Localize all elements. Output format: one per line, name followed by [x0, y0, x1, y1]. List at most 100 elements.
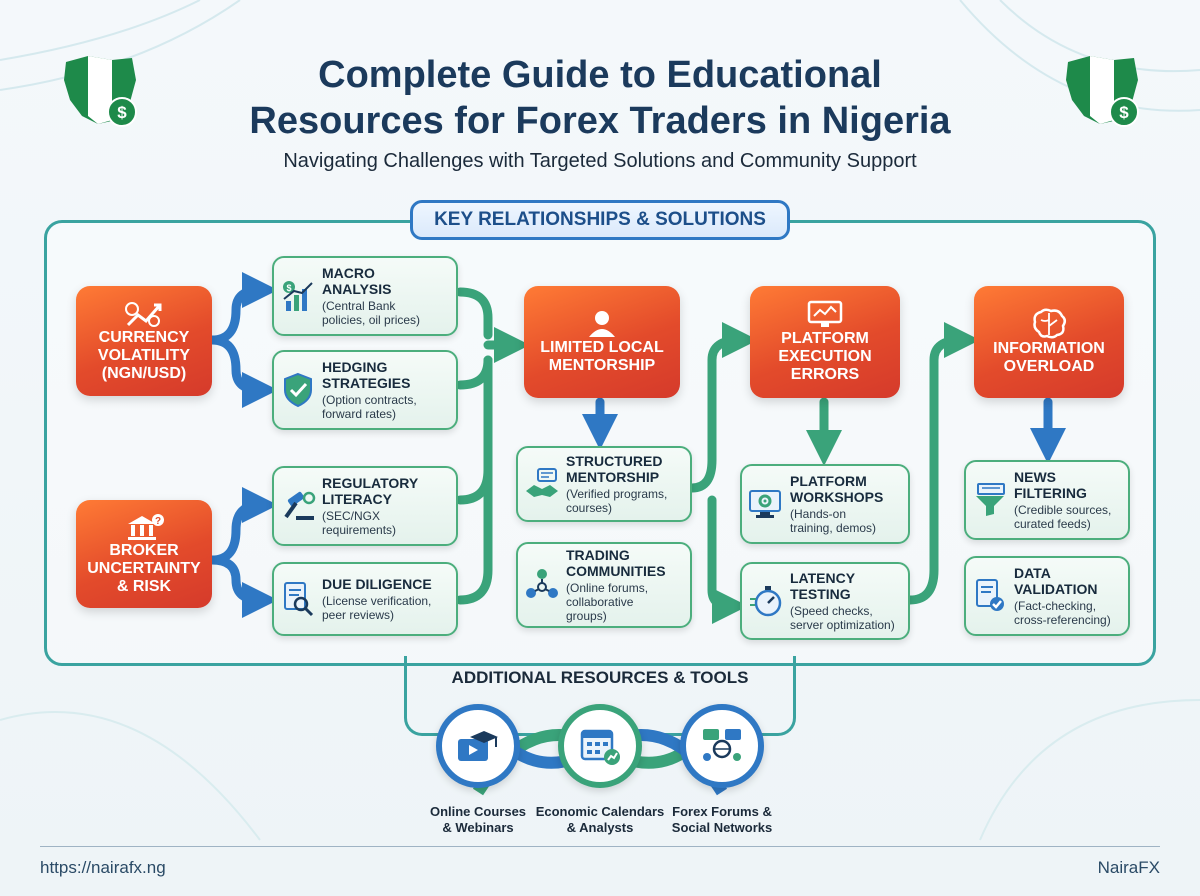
nigeria-map-icon: $ — [1066, 56, 1139, 127]
resource-caption-line: Social Networks — [671, 820, 773, 835]
footer-url[interactable]: https://nairafx.ng — [40, 858, 166, 877]
community-network-icon — [526, 569, 558, 598]
solution-desc: (Verified programs, — [566, 487, 668, 501]
solution-title: PLATFORM — [790, 473, 867, 489]
solution-title: LATENCY — [790, 570, 856, 586]
solution-desc: peer reviews) — [322, 608, 395, 622]
resource-calendar-icon — [558, 704, 642, 788]
challenge-limited-mentorship: LIMITED LOCAL MENTORSHIP — [524, 286, 680, 398]
solution-desc: collaborative — [566, 595, 634, 609]
solution-structured-mentorship: STRUCTURED MENTORSHIP (Verified programs… — [516, 446, 692, 522]
challenge-label: LIMITED LOCAL — [540, 339, 664, 356]
resource-caption-line: Forex Forums & — [672, 804, 772, 819]
bank-question-icon: ? — [128, 514, 164, 540]
brain-icon — [1033, 308, 1066, 339]
challenge-label: EXECUTION — [778, 348, 872, 365]
challenge-label: MENTORSHIP — [548, 357, 656, 374]
solution-desc: policies, oil prices) — [322, 313, 421, 327]
solution-title: TESTING — [790, 586, 851, 602]
document-check-icon — [976, 579, 1004, 611]
solution-desc: (Fact-checking, — [1014, 599, 1097, 613]
solution-desc: server optimization) — [790, 618, 895, 632]
svg-text:$: $ — [1119, 103, 1129, 122]
resource-caption: Online Courses & Webinars — [408, 804, 548, 836]
person-icon — [589, 311, 615, 337]
solution-title: DUE DILIGENCE — [322, 576, 432, 592]
challenge-label: BROKER — [109, 542, 179, 559]
solution-title: WORKSHOPS — [790, 489, 884, 505]
solution-desc: courses) — [566, 501, 613, 515]
challenge-label: (NGN/USD) — [101, 365, 187, 382]
solution-title: VALIDATION — [1014, 581, 1098, 597]
challenge-label: CURRENCY — [98, 329, 190, 346]
svg-text:$: $ — [117, 103, 127, 122]
shield-check-icon — [284, 372, 312, 408]
solution-desc: groups) — [566, 609, 607, 623]
monitor-chart-icon — [807, 300, 843, 327]
solution-desc: requirements) — [322, 523, 397, 537]
solution-title: ANALYSIS — [322, 281, 392, 297]
challenge-label: PLATFORM — [781, 330, 869, 347]
solution-platform-workshops: PLATFORM WORKSHOPS (Hands-on training, d… — [740, 464, 910, 544]
resource-forums-icon — [680, 704, 764, 788]
news-funnel-icon — [976, 483, 1005, 516]
solution-desc: (Hands-on — [790, 507, 847, 521]
svg-text:?: ? — [155, 516, 161, 527]
bar-chart-dollar-icon: $ — [283, 281, 313, 311]
solution-trading-communities: TRADING COMMUNITIES (Online forums, coll… — [516, 542, 692, 628]
gavel-icon — [284, 491, 316, 520]
solution-desc: training, demos) — [790, 521, 877, 535]
challenge-label: VOLATILITY — [97, 347, 191, 364]
solution-title: MACRO — [322, 265, 375, 281]
challenge-information-overload: INFORMATION OVERLOAD — [974, 286, 1124, 398]
solution-title: FILTERING — [1014, 485, 1087, 501]
solution-title: MENTORSHIP — [566, 469, 660, 485]
solution-desc: (SEC/NGX — [322, 509, 381, 523]
solution-desc: (Central Bank — [322, 299, 396, 313]
svg-text:$: $ — [286, 283, 291, 293]
solution-title: REGULATORY — [322, 475, 419, 491]
solution-hedging-strategies: HEDGING STRATEGIES (Option contracts, fo… — [272, 350, 458, 430]
solution-desc: (Online forums, — [566, 581, 649, 595]
solution-desc: (License verification, — [322, 594, 432, 608]
solution-desc: forward rates) — [322, 407, 397, 421]
page-title-line2: Resources for Forex Traders in Nigeria — [249, 100, 951, 142]
challenge-broker-uncertainty: ? BROKER UNCERTAINTY & RISK — [76, 500, 212, 608]
section-title: KEY RELATIONSHIPS & SOLUTIONS — [410, 200, 790, 240]
footer-brand: NairaFX — [1097, 858, 1160, 877]
solution-desc: (Option contracts, — [322, 393, 417, 407]
solution-title: HEDGING — [322, 359, 388, 375]
solution-title: STRUCTURED — [566, 453, 663, 469]
challenge-currency-volatility: CURRENCY VOLATILITY (NGN/USD) — [76, 286, 212, 396]
solution-title: DATA — [1014, 565, 1051, 581]
document-search-icon — [284, 582, 314, 617]
monitor-gear-icon — [749, 490, 781, 518]
challenge-label: INFORMATION — [993, 340, 1105, 357]
solution-desc: curated feeds) — [1014, 517, 1091, 531]
resources-title: ADDITIONAL RESOURCES & TOOLS — [451, 668, 749, 687]
challenge-label: OVERLOAD — [1003, 358, 1095, 375]
resource-caption: Economic Calendars & Analysts — [530, 804, 670, 836]
solution-desc: (Credible sources, — [1014, 503, 1112, 517]
solution-title: COMMUNITIES — [566, 563, 666, 579]
resource-courses-icon — [436, 704, 520, 788]
solution-due-diligence: DUE DILIGENCE (License verification, pee… — [272, 562, 458, 636]
solution-title: NEWS — [1014, 469, 1056, 485]
resource-caption-line: & Webinars — [442, 820, 514, 835]
handshake-icon — [526, 468, 558, 497]
resource-caption-line: Online Courses — [429, 804, 527, 819]
resource-caption-line: Economic Calendars — [535, 804, 665, 819]
solution-title: TRADING — [566, 547, 630, 563]
solution-regulatory-literacy: REGULATORY LITERACY (SEC/NGX requirement… — [272, 466, 458, 546]
solution-title: STRATEGIES — [322, 375, 411, 391]
challenge-label: & RISK — [116, 578, 172, 595]
solution-desc: cross-referencing) — [1014, 613, 1111, 627]
resource-caption-line: & Analysts — [566, 820, 634, 835]
challenge-platform-errors: PLATFORM EXECUTION ERRORS — [750, 286, 900, 398]
currency-trend-icon — [125, 302, 162, 327]
challenge-label: ERRORS — [790, 366, 860, 383]
nigeria-map-icon: $ — [64, 56, 137, 127]
resource-caption: Forex Forums & Social Networks — [652, 804, 792, 836]
solution-desc: (Speed checks, — [790, 604, 873, 618]
